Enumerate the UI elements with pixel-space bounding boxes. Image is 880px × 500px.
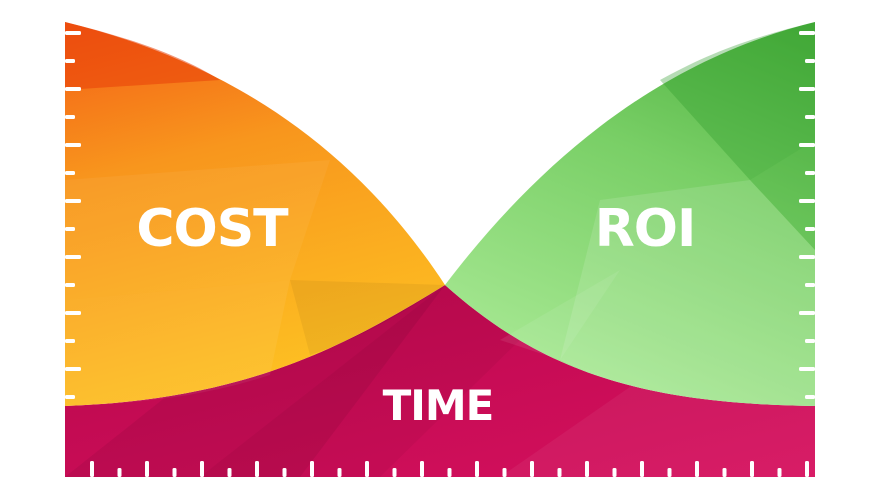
right-ruler-tick — [799, 199, 815, 203]
roi-region — [445, 22, 815, 406]
bottom-ruler-tick — [667, 468, 672, 477]
bottom-ruler-tick — [805, 461, 809, 477]
right-ruler-tick — [799, 31, 815, 35]
bottom-ruler-tick — [392, 468, 397, 477]
left-ruler-ticks — [65, 31, 81, 399]
bottom-ruler-tick — [722, 468, 727, 477]
left-ruler-tick — [65, 31, 81, 35]
bottom-ruler-tick — [365, 461, 369, 477]
bottom-ruler-tick — [612, 468, 617, 477]
cost-label: COST — [136, 199, 289, 259]
bottom-ruler-tick — [337, 468, 342, 477]
left-ruler-tick — [65, 339, 75, 343]
bottom-ruler-tick — [475, 461, 479, 477]
bottom-ruler-tick — [530, 461, 534, 477]
right-ruler-tick — [805, 115, 815, 119]
bottom-ruler-tick — [420, 461, 424, 477]
roi-label: ROI — [595, 199, 696, 259]
bottom-ruler-tick — [585, 461, 589, 477]
right-ruler-ticks — [799, 31, 815, 399]
left-ruler-tick — [65, 199, 81, 203]
bottom-ruler-tick — [117, 468, 122, 477]
bottom-ruler-tick — [255, 461, 259, 477]
left-ruler-tick — [65, 143, 81, 147]
left-ruler-tick — [65, 171, 75, 175]
left-ruler-tick — [65, 87, 81, 91]
bottom-ruler-tick — [695, 461, 699, 477]
bottom-ruler-tick — [502, 468, 507, 477]
bottom-ruler-tick — [777, 468, 782, 477]
right-ruler-tick — [805, 283, 815, 287]
left-ruler-tick — [65, 59, 75, 63]
right-ruler-tick — [799, 367, 815, 371]
bottom-ruler-tick — [227, 468, 232, 477]
right-ruler-tick — [805, 395, 815, 399]
right-ruler-tick — [799, 311, 815, 315]
right-ruler-tick — [805, 339, 815, 343]
bottom-ruler-tick — [200, 461, 204, 477]
left-ruler-tick — [65, 311, 81, 315]
bottom-ruler-tick — [145, 461, 149, 477]
left-ruler-tick — [65, 367, 81, 371]
bottom-ruler-tick — [282, 468, 287, 477]
bottom-ruler-tick — [640, 461, 644, 477]
right-ruler-tick — [805, 227, 815, 231]
time-label: TIME — [383, 381, 494, 430]
bottom-ruler-tick — [310, 461, 314, 477]
right-ruler-tick — [805, 171, 815, 175]
right-ruler-tick — [799, 143, 815, 147]
cost-region — [65, 22, 445, 406]
left-ruler-tick — [65, 255, 81, 259]
left-ruler-tick — [65, 395, 75, 399]
bottom-ruler-ticks — [90, 461, 809, 477]
bottom-ruler-tick — [750, 461, 754, 477]
right-ruler-tick — [805, 59, 815, 63]
bottom-ruler-tick — [172, 468, 177, 477]
bottom-ruler-tick — [447, 468, 452, 477]
right-ruler-tick — [799, 255, 815, 259]
right-ruler-tick — [799, 87, 815, 91]
bottom-ruler-tick — [557, 468, 562, 477]
bottom-ruler-tick — [90, 461, 94, 477]
left-ruler-tick — [65, 115, 75, 119]
time-region — [65, 285, 815, 477]
left-ruler-tick — [65, 227, 75, 231]
left-ruler-tick — [65, 283, 75, 287]
